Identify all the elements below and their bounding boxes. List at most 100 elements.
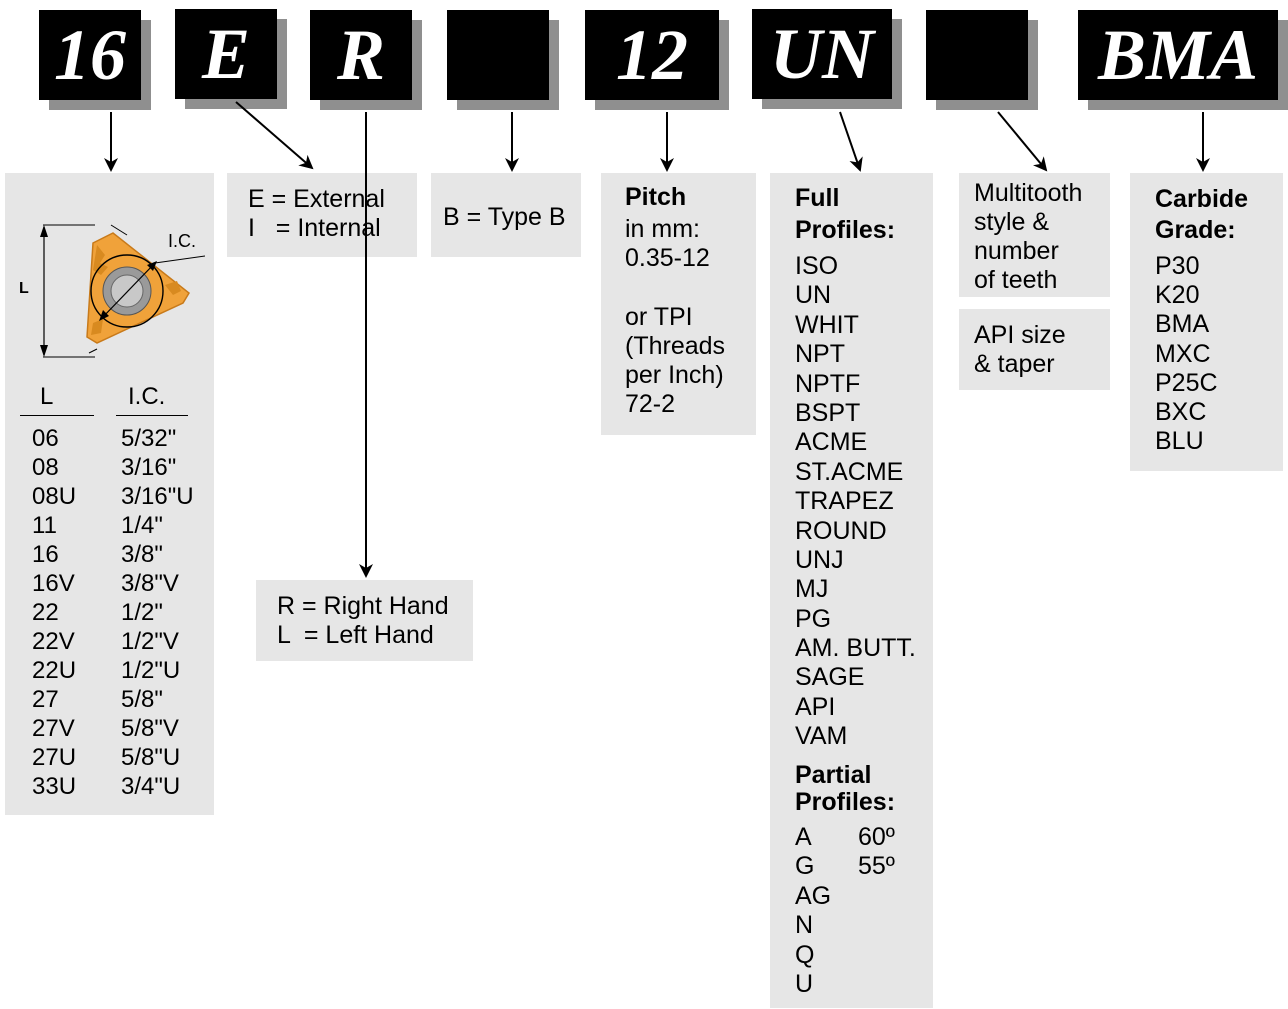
list-item: 27V	[32, 715, 75, 742]
list-item: 3/8"	[121, 541, 163, 568]
list-item: 16V	[32, 570, 75, 597]
arrow-external-internal	[235, 101, 314, 170]
partial-profiles-title-2: Profiles:	[795, 788, 896, 816]
hand-box: R = Right Hand L = Left Hand	[256, 580, 473, 661]
list-item: 1/2"	[121, 599, 163, 626]
list-item: ISO	[795, 252, 839, 280]
pitch-line: or TPI	[625, 303, 693, 331]
multitooth-line: number	[974, 237, 1059, 265]
list-item: 5/32"	[121, 425, 177, 452]
pitch-line: in mm:	[625, 215, 700, 243]
code-hand: R	[310, 10, 412, 100]
code-type	[447, 10, 549, 100]
code-size: 16	[39, 10, 141, 100]
code-pitch: 12	[585, 10, 719, 100]
diagram-label-L: L	[19, 280, 29, 297]
size-list-L: 06 08 08U 11 16 16V 22 22V 22U 27 27V 27…	[32, 424, 76, 801]
list-item: ST.ACME	[795, 457, 904, 486]
list-item: ROUND	[795, 516, 887, 545]
arrow-multitooth	[997, 111, 1048, 172]
pitch-title: Pitch	[625, 183, 687, 211]
code-profile: UN	[752, 9, 892, 99]
list-item: AG	[795, 881, 832, 910]
list-item: 16	[32, 541, 59, 568]
list-item: A	[795, 823, 812, 851]
list-item: 27	[32, 686, 59, 713]
multitooth-line: Multitooth	[974, 179, 1083, 207]
right-hand-line: R = Right Hand	[277, 592, 449, 620]
list-item: K20	[1155, 281, 1200, 310]
list-item: API	[795, 692, 836, 721]
partial-profiles-list: A G AG N Q U	[795, 823, 831, 999]
type-b-line: B = Type B	[443, 203, 566, 231]
list-item: BSPT	[795, 398, 861, 427]
list-item: PG	[795, 604, 832, 633]
list-item: Q	[795, 940, 815, 969]
grade-title-2: Grade:	[1155, 216, 1236, 244]
list-item: 06	[32, 425, 59, 452]
profile-box: Full Profiles: ISO UN WHIT NPT NPTF BSPT…	[770, 173, 933, 1008]
list-item: 11	[32, 512, 57, 539]
list-item: 1/2"V	[121, 628, 179, 655]
list-item: BLU	[1155, 427, 1204, 456]
multitooth-line: of teeth	[974, 266, 1058, 294]
grade-box: Carbide Grade: P30 K20 BMA MXC P25C BXC …	[1130, 173, 1283, 471]
size-box: L I.C. L I.C. 06 08 08U 11 16 16V 22 22V…	[5, 173, 214, 815]
list-item: BMA	[1155, 310, 1210, 339]
col-rule-ic	[116, 415, 188, 416]
col-header-ic: I.C.	[128, 383, 166, 410]
list-item: MJ	[795, 575, 829, 604]
partial-angles-list: 60º 55º	[858, 823, 895, 882]
list-item: 08	[32, 454, 59, 481]
list-item: 3/16"	[121, 454, 177, 481]
grade-title-1: Carbide	[1155, 185, 1249, 213]
type-box: B = Type B	[431, 173, 581, 257]
left-hand-line: L = Left Hand	[277, 621, 434, 649]
list-item: 27U	[32, 744, 77, 771]
api-line: & taper	[974, 350, 1055, 378]
list-item: N	[795, 911, 814, 940]
partial-profiles-title-1: Partial	[795, 761, 872, 789]
list-item: NPTF	[795, 369, 861, 398]
full-profiles-title-2: Profiles:	[795, 216, 896, 244]
list-item: ACME	[795, 428, 868, 457]
list-item: 22V	[32, 628, 75, 655]
list-item: MXC	[1155, 339, 1211, 368]
list-item: UNJ	[795, 545, 844, 574]
external-internal-box: E = External I = Internal	[227, 173, 417, 257]
list-item: P25C	[1155, 368, 1218, 397]
multitooth-line: style &	[974, 208, 1050, 236]
full-profiles-title-1: Full	[795, 184, 840, 212]
size-list-ic: 5/32" 3/16" 3/16"U 1/4" 3/8" 3/8"V 1/2" …	[121, 424, 194, 801]
api-box: API size & taper	[959, 309, 1110, 390]
pitch-line: 72-2	[625, 390, 676, 418]
list-item: 22U	[32, 657, 77, 684]
list-item: G	[795, 852, 815, 881]
list-item: 22	[32, 599, 59, 626]
list-item: NPT	[795, 340, 845, 369]
list-item: WHIT	[795, 310, 859, 339]
multitooth-box: Multitooth style & number of teeth	[959, 173, 1110, 297]
list-item: BXC	[1155, 397, 1207, 426]
diagram-label-ic: I.C.	[168, 231, 197, 251]
list-item: P30	[1155, 252, 1200, 280]
insert-diagram	[40, 224, 205, 358]
external-line: E = External	[248, 185, 385, 213]
list-item: 3/4"U	[121, 773, 181, 800]
list-item: 5/8"U	[121, 744, 181, 771]
list-item: 5/8"	[121, 686, 163, 713]
list-item: VAM	[795, 722, 848, 751]
list-item: 3/8"V	[121, 570, 179, 597]
pitch-line: per Inch)	[625, 361, 724, 389]
list-item: UN	[795, 281, 832, 310]
col-rule-L	[20, 415, 94, 416]
code-multitooth	[926, 10, 1028, 100]
list-item: U	[795, 969, 814, 998]
pitch-box: Pitch in mm: 0.35-12 or TPI (Threads per…	[601, 173, 756, 435]
code-grade: BMA	[1078, 10, 1278, 100]
col-header-L: L	[40, 383, 54, 410]
code-external-internal: E	[175, 9, 277, 99]
list-item: 55º	[858, 852, 895, 881]
grade-list: P30 K20 BMA MXC P25C BXC BLU	[1155, 252, 1218, 456]
